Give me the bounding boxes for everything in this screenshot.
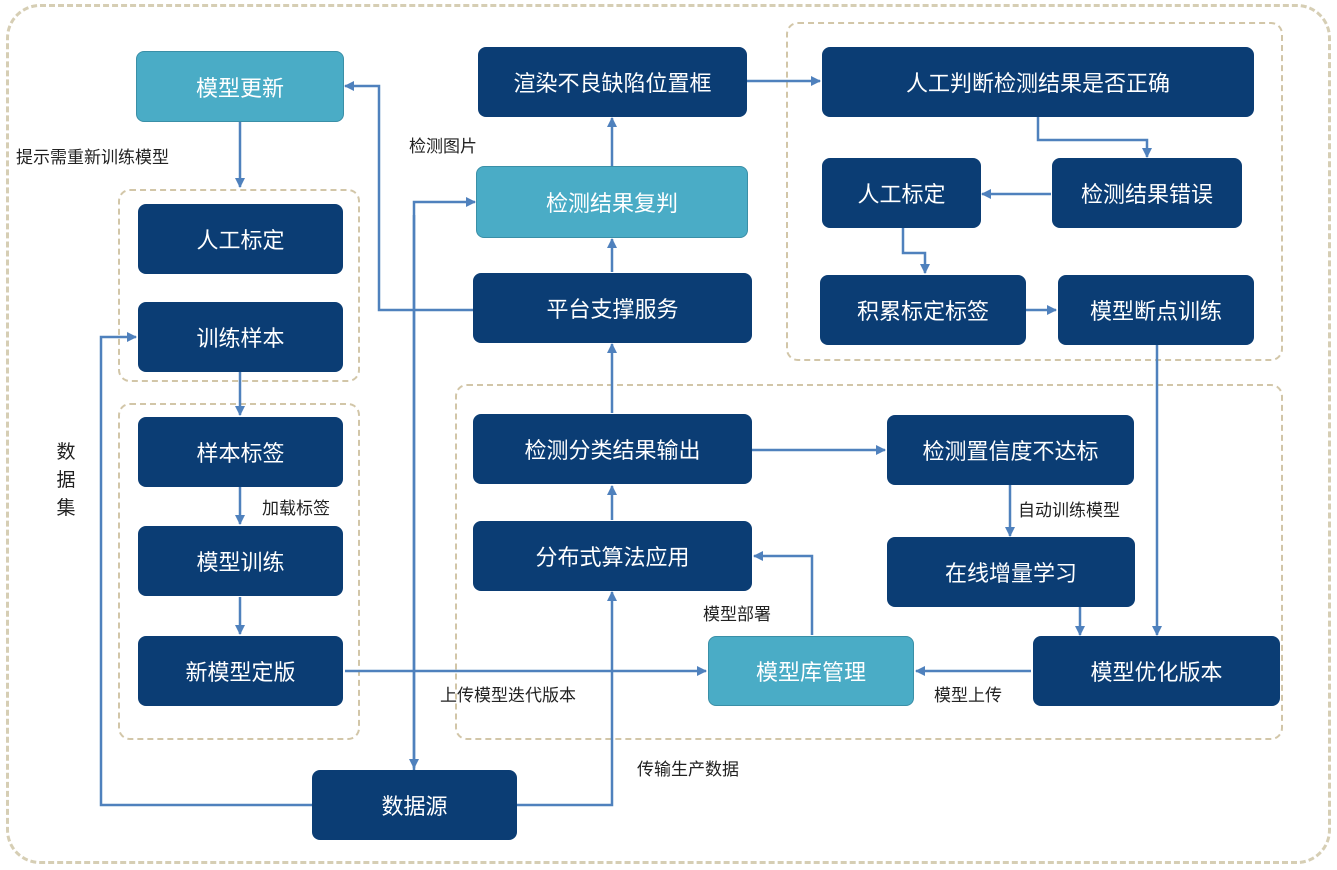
model-update-node: 模型更新 bbox=[136, 51, 344, 122]
group-manual-review bbox=[786, 22, 1283, 361]
sample-label-node: 样本标签 bbox=[138, 417, 343, 487]
manual-label-left-node: 人工标定 bbox=[138, 204, 343, 274]
model-library-node: 模型库管理 bbox=[708, 636, 914, 706]
model-optimized-node: 模型优化版本 bbox=[1033, 636, 1280, 706]
manual-judge-node: 人工判断检测结果是否正确 bbox=[822, 47, 1254, 117]
group-online-detection bbox=[455, 384, 1283, 740]
render-defect-box-node: 渲染不良缺陷位置框 bbox=[478, 47, 747, 117]
manual-label-right-node: 人工标定 bbox=[822, 158, 981, 228]
online-learning-node: 在线增量学习 bbox=[887, 537, 1135, 607]
transfer-data-label: 传输生产数据 bbox=[637, 760, 739, 780]
result-review-node: 检测结果复判 bbox=[476, 166, 748, 238]
model-upload-label: 模型上传 bbox=[934, 686, 1002, 706]
outer-frame bbox=[6, 4, 1331, 864]
arrow-platform-to-update bbox=[344, 81, 473, 312]
classify-output-node: 检测分类结果输出 bbox=[473, 414, 752, 484]
upload-iteration-label: 上传模型迭代版本 bbox=[440, 686, 576, 706]
detect-image-label: 检测图片 bbox=[409, 137, 477, 157]
retrain-hint-label: 提示需重新训练模型 bbox=[16, 148, 169, 168]
new-model-release-node: 新模型定版 bbox=[138, 636, 343, 706]
arrow-source-to-sample bbox=[99, 332, 312, 807]
arrow-judge-to-error bbox=[1036, 117, 1152, 158]
arrow-source-to-distributed bbox=[517, 591, 617, 807]
result-error-node: 检测结果错误 bbox=[1052, 158, 1242, 228]
distributed-app-node: 分布式算法应用 bbox=[473, 521, 752, 591]
train-sample-node: 训练样本 bbox=[138, 302, 343, 372]
data-source-node: 数据源 bbox=[312, 770, 517, 840]
model-train-node: 模型训练 bbox=[138, 526, 343, 596]
arrow-library-to-distributed bbox=[753, 551, 814, 635]
arrow-manual-to-accumulate bbox=[901, 228, 930, 274]
model-deploy-label: 模型部署 bbox=[703, 605, 771, 625]
checkpoint-train-node: 模型断点训练 bbox=[1058, 275, 1254, 345]
platform-service-node: 平台支撑服务 bbox=[473, 273, 752, 343]
load-label-label: 加载标签 bbox=[262, 499, 330, 519]
dataset-vertical-label: 数据集 bbox=[56, 441, 76, 519]
arrow-datasource-to-review bbox=[412, 197, 476, 770]
auto-train-label: 自动训练模型 bbox=[1018, 501, 1120, 521]
confidence-low-node: 检测置信度不达标 bbox=[887, 415, 1134, 485]
accumulate-labels-node: 积累标定标签 bbox=[820, 275, 1026, 345]
